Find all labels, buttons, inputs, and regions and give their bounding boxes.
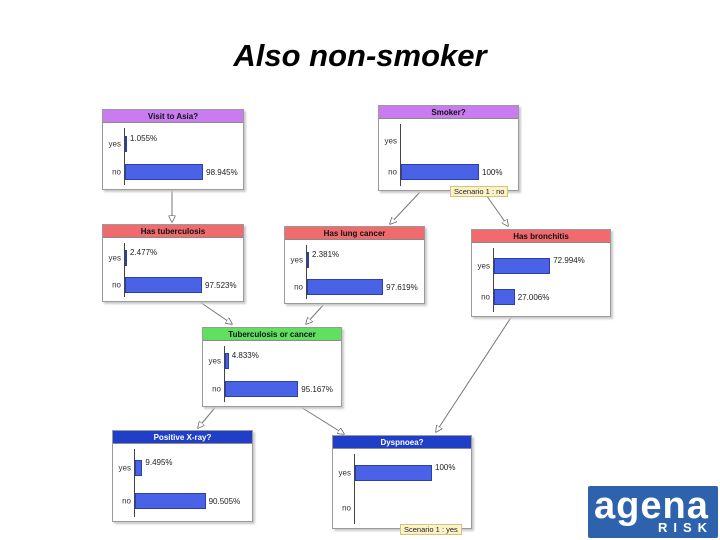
probability-value-yes: 9.495% <box>145 457 173 467</box>
probability-bar-no <box>225 381 299 398</box>
link-smoker-bronch <box>483 191 508 226</box>
link-tbc-xray <box>198 403 219 428</box>
probability-bar-no <box>125 164 204 181</box>
probability-value-no: 90.505% <box>208 497 241 507</box>
probability-bar-yes <box>225 353 229 370</box>
node-has-tuberculosis[interactable]: Has tuberculosis yes 2.477% no 97.523% <box>102 224 244 302</box>
link-bronch-dysp <box>436 315 513 432</box>
node-has-lung-cancer[interactable]: Has lung cancer yes 2.381% no 97.619% <box>284 226 425 304</box>
node-title: Has bronchitis <box>472 230 610 243</box>
bar-axis <box>124 128 125 185</box>
probability-bar-yes <box>135 459 143 476</box>
logo-word-risk: RISK <box>658 520 714 535</box>
node-has-bronchitis[interactable]: Has bronchitis yes 72.994% no 27.006% <box>471 229 611 317</box>
state-label-yes: yes <box>118 463 131 473</box>
probability-bar-no <box>125 276 203 293</box>
state-label-no: no <box>388 167 397 177</box>
state-label-yes: yes <box>384 136 397 146</box>
probability-value-no: 97.619% <box>386 282 418 292</box>
node-visit-to-asia[interactable]: Visit to Asia? yes 1.055% no 98.945% <box>102 109 244 190</box>
scenario-badge-smoker: Scenario 1 : no <box>450 186 509 197</box>
link-tb-tbc <box>199 301 232 324</box>
state-label-no: no <box>112 280 121 290</box>
state-label-yes: yes <box>208 356 221 366</box>
slide-title: Also non-smoker <box>233 38 487 73</box>
node-title: Positive X-ray? <box>113 431 252 444</box>
probability-bar-yes <box>125 249 127 266</box>
bar-axis <box>493 248 494 312</box>
probability-bar-yes <box>355 465 432 482</box>
probability-bar-no <box>135 493 206 510</box>
agena-risk-logo: agena RISK <box>588 486 718 538</box>
bar-axis <box>306 245 307 299</box>
node-title: Has lung cancer <box>285 227 424 240</box>
bar-axis <box>354 454 355 524</box>
probability-value-no: 27.006% <box>517 293 550 303</box>
state-label-yes: yes <box>338 468 351 478</box>
bar-axis <box>224 346 225 402</box>
probability-value-yes: 72.994% <box>553 255 585 265</box>
probability-value-yes: 100% <box>435 463 456 473</box>
probability-value-no: 95.167% <box>301 385 333 395</box>
state-label-yes: yes <box>477 261 490 271</box>
state-label-no: no <box>481 292 490 302</box>
node-positive-xray[interactable]: Positive X-ray? yes 9.495% no 90.505% <box>112 430 253 522</box>
probability-value-no: 97.523% <box>205 280 237 290</box>
state-label-no: no <box>294 282 303 292</box>
state-label-no: no <box>112 167 121 177</box>
link-smoker-lung <box>390 191 421 224</box>
link-lung-tbc <box>306 301 327 324</box>
state-label-no: no <box>122 496 131 506</box>
probability-bar-yes <box>125 135 127 152</box>
bar-axis <box>124 243 125 297</box>
probability-value-yes: 4.833% <box>231 351 259 361</box>
logo-word-agena: agena <box>594 485 709 527</box>
probability-bar-no <box>494 289 515 306</box>
node-smoker[interactable]: Smoker? yes no 100% <box>378 105 519 191</box>
node-title: Has tuberculosis <box>103 225 243 238</box>
state-label-yes: yes <box>108 139 121 148</box>
bar-axis <box>134 449 135 517</box>
probability-bar-no <box>401 163 479 180</box>
state-label-no: no <box>342 503 351 513</box>
state-label-no: no <box>212 384 221 394</box>
probability-bar-no <box>307 278 384 295</box>
state-label-yes: yes <box>108 253 121 263</box>
probability-value-yes: 2.381% <box>312 249 340 259</box>
node-dyspnoea[interactable]: Dyspnoea? yes 100% no <box>332 435 472 529</box>
scenario-badge-dyspnoea: Scenario 1 : yes <box>400 524 462 535</box>
node-title: Smoker? <box>379 106 518 119</box>
probability-value-yes: 1.055% <box>130 133 158 143</box>
probability-value-yes: 2.477% <box>130 247 158 257</box>
bar-axis <box>400 124 401 186</box>
probability-value-no: 100% <box>482 167 503 177</box>
node-title: Visit to Asia? <box>103 110 243 123</box>
probability-bar-yes <box>307 251 309 268</box>
node-title: Tuberculosis or cancer <box>203 328 341 341</box>
probability-bar-yes <box>494 257 551 274</box>
node-tuberculosis-or-cancer[interactable]: Tuberculosis or cancer yes 4.833% no 95.167… <box>202 327 342 407</box>
node-title: Dyspnoea? <box>333 436 471 449</box>
state-label-yes: yes <box>290 255 303 265</box>
link-tbc-dysp <box>295 403 344 434</box>
probability-value-no: 98.945% <box>206 168 238 178</box>
